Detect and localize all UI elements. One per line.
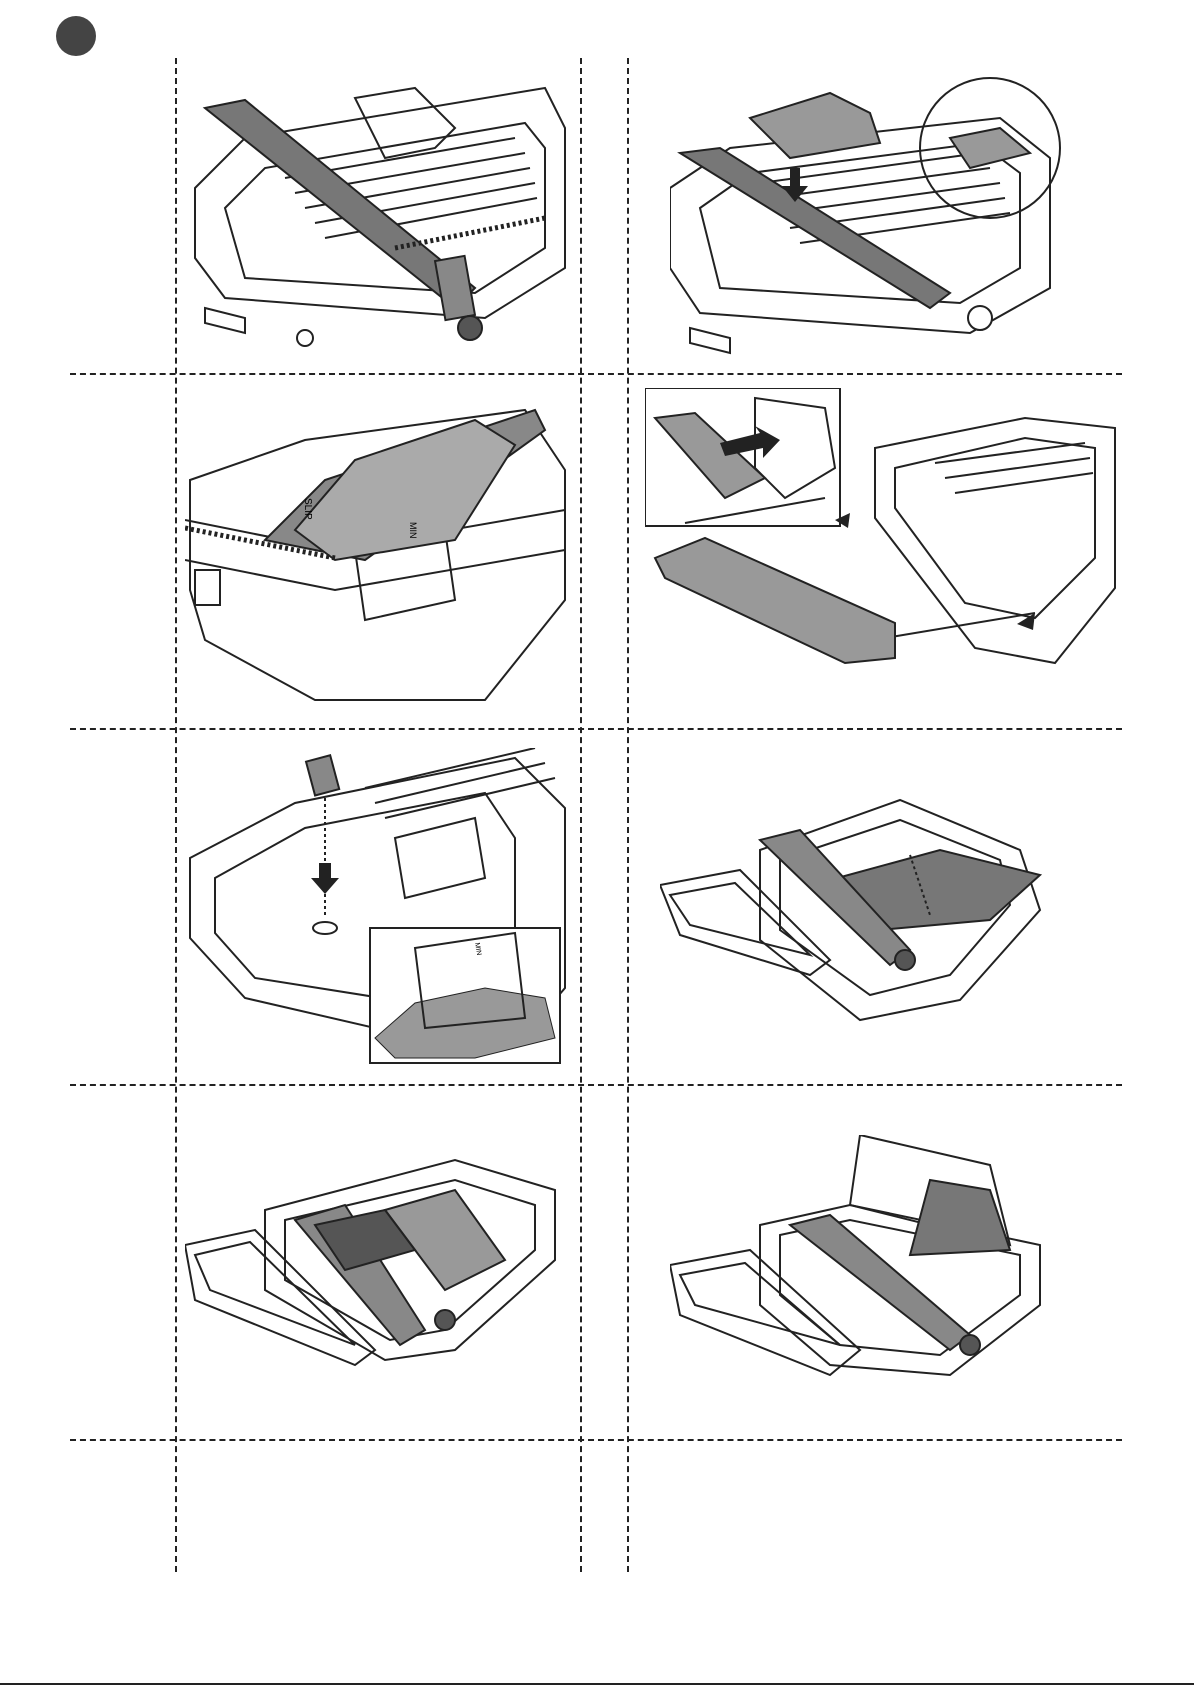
tile-saw-illustration xyxy=(185,68,570,363)
step-number-badge xyxy=(56,16,96,56)
tile-saw-illustration xyxy=(670,68,1110,363)
tile-saw-illustration xyxy=(670,1135,1060,1385)
panel-2-miter-guide xyxy=(670,68,1110,363)
panel-5-drain-plug: MIN xyxy=(185,748,570,1068)
panel-4-extension-table xyxy=(645,388,1120,706)
tile-saw-illustration xyxy=(645,388,1120,706)
panel-3-water-reservoir: SLIP MIN xyxy=(185,400,570,705)
slip-label: SLIP xyxy=(302,498,313,520)
column-divider xyxy=(580,58,582,1572)
row-divider xyxy=(70,728,1122,730)
min-label: MIN xyxy=(408,522,418,539)
tile-saw-illustration: MIN xyxy=(185,748,570,1068)
panel-8-cutting-tile xyxy=(670,1135,1060,1385)
panel-6-tile-placement xyxy=(660,790,1060,1040)
tile-saw-illustration xyxy=(185,1150,570,1370)
row-divider xyxy=(70,1439,1122,1441)
column-divider xyxy=(175,58,177,1572)
column-divider xyxy=(627,58,629,1572)
panel-1-rail-guide xyxy=(185,68,570,363)
page-bottom-rule xyxy=(0,1683,1194,1685)
row-divider xyxy=(70,1084,1122,1086)
tile-saw-illustration xyxy=(660,790,1060,1040)
panel-7-miter-cut xyxy=(185,1150,570,1370)
tile-saw-illustration: SLIP MIN xyxy=(185,400,570,705)
row-divider xyxy=(70,373,1122,375)
